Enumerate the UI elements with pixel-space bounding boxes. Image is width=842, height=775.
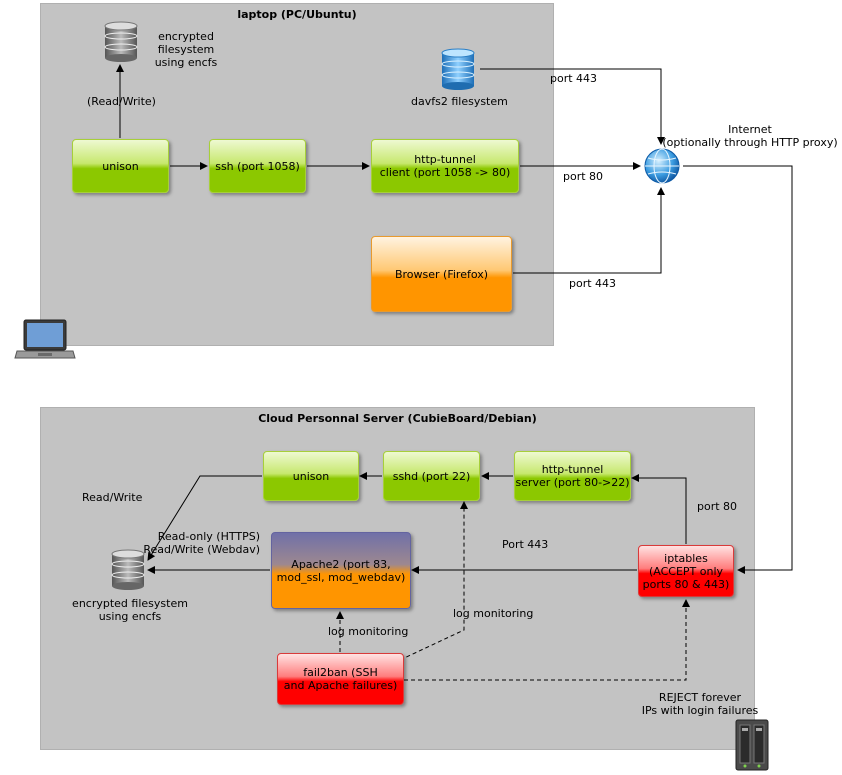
port-443-browser-label: port 443 <box>569 277 617 290</box>
laptop-icon <box>14 319 76 359</box>
arrow-davfs-to-internet <box>480 68 665 145</box>
server-read-write-label: Read/Write <box>82 491 143 504</box>
http-tunnel-client-node: http-tunnel client (port 1058 -> 80) <box>371 139 519 193</box>
ssh-node: ssh (port 1058) <box>209 139 306 193</box>
arrow-internet-to-iptables <box>683 165 793 574</box>
http-tunnel-server-node: http-tunnel server (port 80->22) <box>514 451 631 501</box>
port-80-server-label: port 80 <box>697 500 738 513</box>
server-encfs-label: encrypted filesystem using encfs <box>72 597 188 623</box>
sshd-node: sshd (port 22) <box>383 451 480 501</box>
laptop-region-title: laptop (PC/Ubuntu) <box>237 8 357 21</box>
port-443-top-label: port 443 <box>550 72 598 85</box>
port-443-server-label: Port 443 <box>502 538 549 551</box>
internet-label: Internet (optionally through HTTP proxy) <box>662 123 838 149</box>
laptop-encfs-label: encrypted filesystem using encfs <box>154 30 218 69</box>
iptables-node: iptables (ACCEPT only ports 80 & 443) <box>638 545 734 597</box>
dashed-fail2ban-to-iptables <box>404 599 690 681</box>
log-monitoring-apache-label: log monitoring <box>328 625 409 638</box>
reject-label: REJECT forever IPs with login failures <box>641 691 759 717</box>
arrow-iptables-to-tunnel-server <box>631 474 687 544</box>
arrow-browser-to-internet <box>513 187 665 274</box>
laptop-unison-node: unison <box>72 139 169 193</box>
arrow-unison-to-encfs-server <box>147 475 262 561</box>
log-monitoring-sshd-label: log monitoring <box>453 607 534 620</box>
dashed-fail2ban-to-sshd <box>399 501 468 661</box>
read-only-label: Read-only (HTTPS) Read/Write (Webdav) <box>143 530 260 556</box>
server-database-icon <box>111 549 145 590</box>
browser-node: Browser (Firefox) <box>371 236 512 312</box>
server-region-title: Cloud Personnal Server (CubieBoard/Debia… <box>258 412 537 425</box>
davfs-label: davfs2 filesystem <box>411 95 508 108</box>
laptop-read-write-label: (Read/Write) <box>87 95 156 108</box>
fail2ban-node: fail2ban (SSH and Apache failures) <box>277 653 404 705</box>
globe-icon <box>644 148 680 184</box>
port-80-label: port 80 <box>563 170 604 183</box>
database-blue-icon <box>441 48 475 90</box>
database-icon <box>104 21 138 62</box>
server-unison-node: unison <box>263 451 359 501</box>
apache-node: Apache2 (port 83, mod_ssl, mod_webdav) <box>271 532 411 609</box>
server-icon <box>735 719 769 771</box>
